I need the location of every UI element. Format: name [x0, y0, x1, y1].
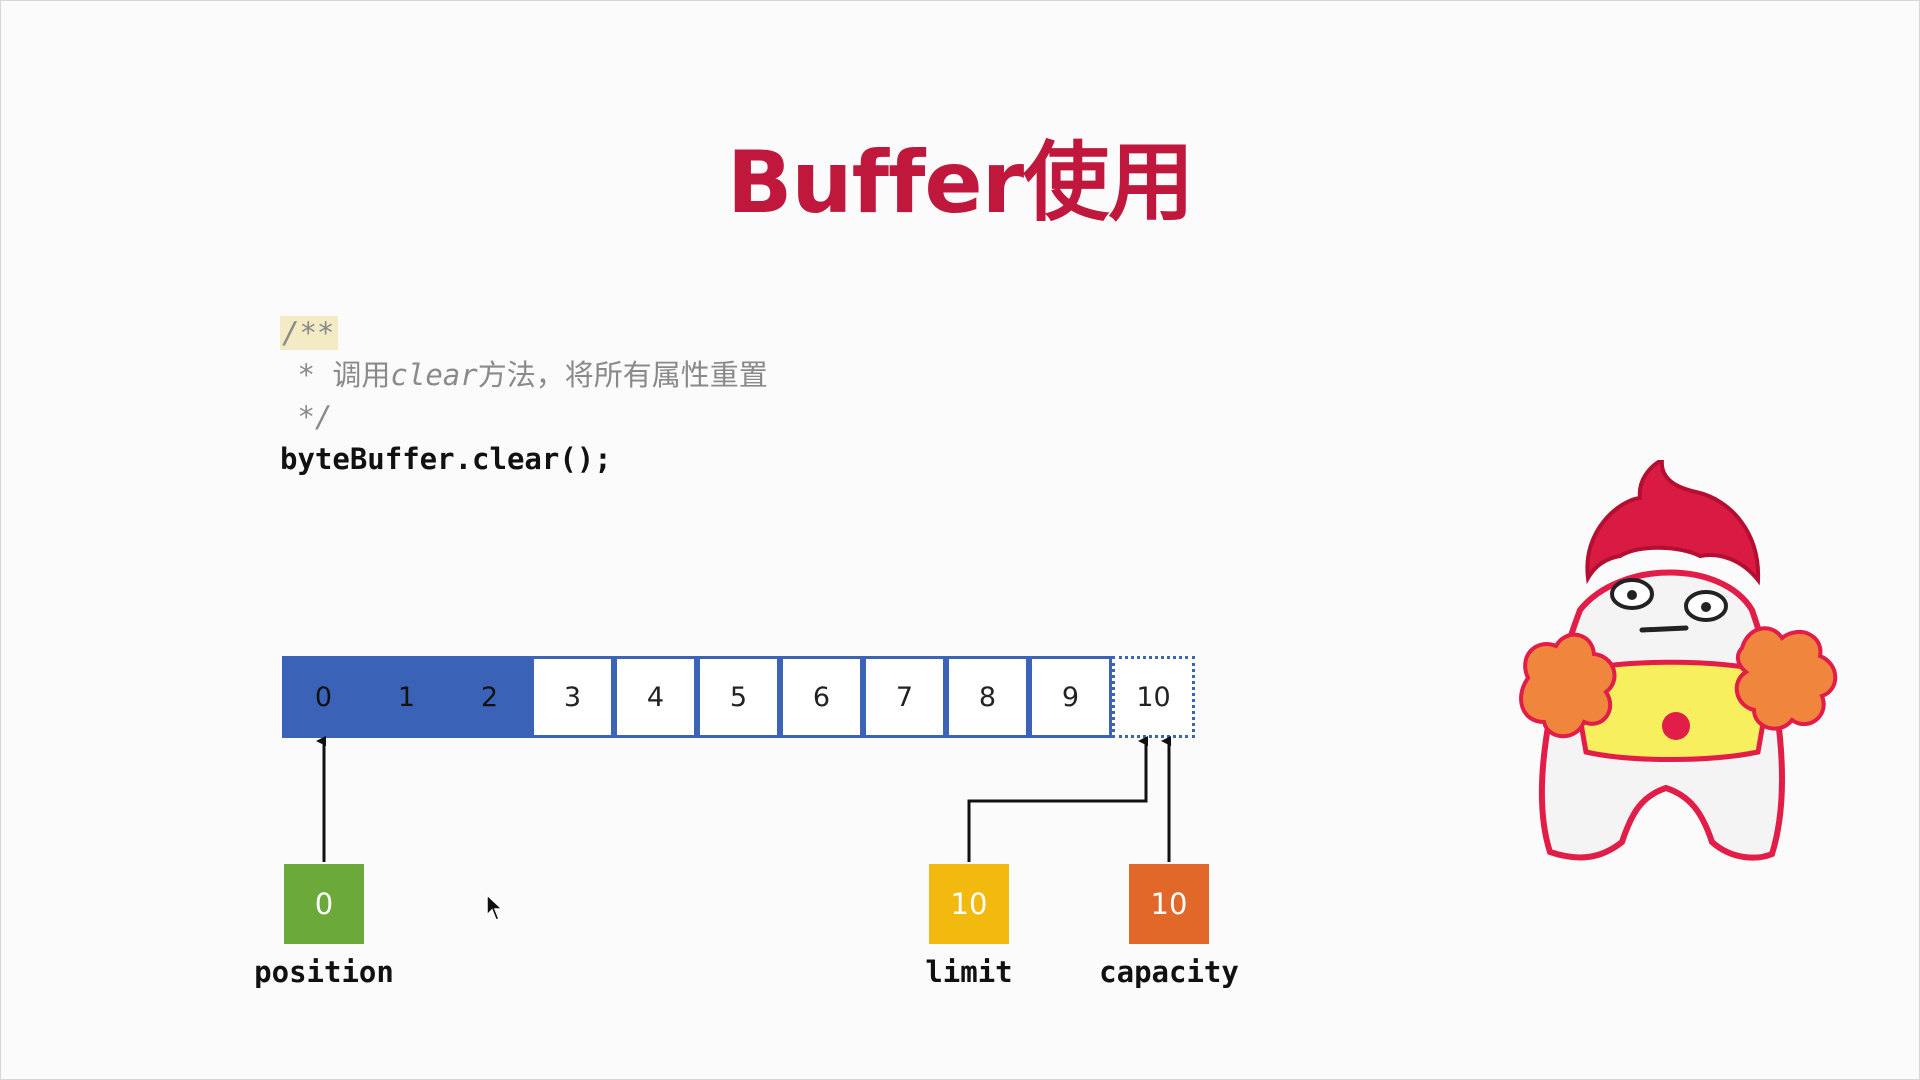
comment-close: */ [280, 400, 333, 434]
buffer-cell: 1 [365, 656, 448, 738]
buffer-cell: 2 [448, 656, 531, 738]
position-value: 0 [314, 887, 334, 921]
buffer-cell: 8 [946, 656, 1029, 738]
limit-arrow [967, 736, 1148, 862]
cheerleader-mascot [1519, 460, 1838, 861]
mascot-mouth [1639, 625, 1689, 633]
mouse-cursor-icon [486, 894, 504, 921]
code-statement: byteBuffer.clear(); [280, 442, 612, 476]
comment-text-1: 调用 [332, 358, 391, 392]
code-line-comment-body: * 调用clear方法，将所有属性重置 [280, 354, 768, 396]
buffer-cell: 4 [614, 656, 697, 738]
limit-marker: 10 [929, 864, 1009, 944]
position-marker: 0 [284, 864, 364, 944]
buffer-cell: 10 [1112, 656, 1195, 738]
capacity-value: 10 [1150, 887, 1188, 921]
limit-value: 10 [950, 887, 988, 921]
code-line-comment-close: */ [280, 396, 768, 438]
buffer-cell: 6 [780, 656, 863, 738]
capacity-label: capacity [1099, 955, 1239, 989]
comment-method: clear [390, 358, 478, 392]
buffer-cell: 3 [531, 656, 614, 738]
comment-open: /** [280, 316, 339, 350]
mascot-pompom-right [1734, 626, 1838, 731]
buffer-cell: 0 [282, 656, 365, 738]
mascot-pupil-left [1627, 590, 1637, 600]
comment-text-2: 方法，将所有属性重置 [477, 358, 768, 392]
buffer-cell: 9 [1029, 656, 1112, 738]
code-line-statement: byteBuffer.clear(); [280, 438, 768, 480]
position-label: position [254, 955, 394, 989]
mascot-hair [1585, 460, 1761, 586]
mascot-pupil-right [1701, 602, 1711, 612]
code-line-comment-open: /** [280, 312, 768, 354]
code-block: /** * 调用clear方法，将所有属性重置 */ byteBuffer.cl… [280, 312, 768, 480]
buffer-cell: 5 [697, 656, 780, 738]
slide-title: Buffer使用 [726, 133, 1194, 233]
comment-star: * [280, 358, 333, 392]
mascot-shirt-badge [1662, 712, 1690, 740]
buffer-cell: 7 [863, 656, 946, 738]
limit-label: limit [925, 955, 1013, 989]
capacity-marker: 10 [1129, 864, 1209, 944]
mascot-pompom-left [1519, 632, 1617, 739]
